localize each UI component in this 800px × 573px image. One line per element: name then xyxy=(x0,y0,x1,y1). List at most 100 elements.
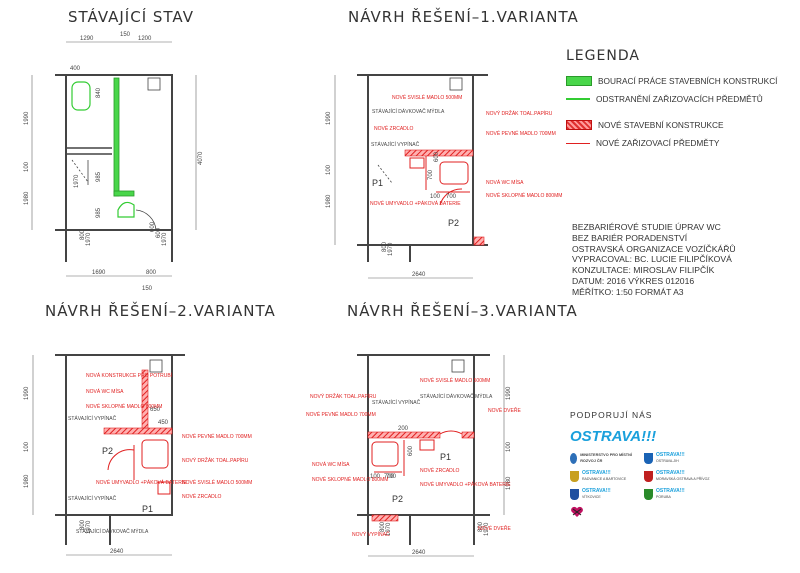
title-variant-1: NÁVRH ŘEŠENÍ–1.VARIANTA xyxy=(348,8,579,26)
supporter-name: OSTRAVA!!! xyxy=(582,470,611,476)
v2-dim-left-2: 100 xyxy=(24,441,30,452)
crest-icon xyxy=(644,452,653,464)
v3-dim-width: 2640 xyxy=(412,550,426,556)
supporter-district: RADVANICE A BARTOVICE xyxy=(582,477,627,481)
v3-dim-right-2: 100 xyxy=(506,441,512,452)
supporter-district: OSTRAVA-JIH xyxy=(656,459,679,463)
new-fixture-line-icon xyxy=(566,142,590,144)
dim-left-2: 100 xyxy=(24,161,30,172)
v1-label-p1: P1 xyxy=(372,178,383,188)
legend: LEGENDA BOURACÍ PRÁCE STAVEBNÍCH KONSTRU… xyxy=(566,48,796,152)
supporter-name: MINISTERSTVO PRO MÍSTNÍ ROZVOJ ČR xyxy=(580,453,632,463)
v3-label-p2: P2 xyxy=(392,494,403,504)
dim-inner-7: 800 xyxy=(80,229,86,240)
supporter-name: OSTRAVA!!! xyxy=(656,452,685,458)
title-variant-2: NÁVRH ŘEŠENÍ–2.VARIANTA xyxy=(45,302,276,320)
supporter-logo-heart xyxy=(570,505,640,519)
supporter-logo-radvanice: OSTRAVA!!!RADVANICE A BARTOVICE xyxy=(570,469,640,483)
plan-variant-2 xyxy=(55,354,185,545)
v3-label-toilet-paper-holder: NOVÝ DRŽÁK TOAL.PAPÍRU xyxy=(310,392,377,400)
supporter-logos: MINISTERSTVO PRO MÍSTNÍ ROZVOJ ČR OSTRAV… xyxy=(570,451,770,519)
ministry-emblem-icon xyxy=(570,452,578,464)
title-existing: STÁVAJÍCÍ STAV xyxy=(68,8,194,26)
variant-2-dims: 1990 100 1980 2640 650 450 800 1970 xyxy=(24,355,172,556)
v1-label-switch: STÁVAJÍCÍ VYPÍNAČ xyxy=(371,141,420,148)
ostrava-logo: OSTRAVA!!! xyxy=(570,428,657,445)
crest-icon xyxy=(644,470,653,482)
crest-icon xyxy=(570,488,579,500)
crest-icon xyxy=(570,470,579,482)
v2-label-washbasin: NOVÉ UMYVADLO +PÁKOVÁ BATERIE xyxy=(96,479,187,486)
variant-1-new-fixtures xyxy=(409,156,470,206)
v1-label-wc-bowl: NOVÁ WC MÍSA xyxy=(486,179,524,186)
v1-dim-3: 100 xyxy=(430,194,441,200)
v1-label-fixed-grab-bar: NOVÉ PEVNÉ MADLO 700MM xyxy=(486,130,556,137)
dim-left-3: 1980 xyxy=(24,191,30,205)
existing-removed-fixtures xyxy=(71,81,135,218)
v1-label-toilet-paper-holder: NOVÝ DRŽÁK TOAL.PAPÍRU xyxy=(486,109,553,117)
v3-label-wc-bowl: NOVÁ WC MÍSA xyxy=(312,461,350,468)
v3-label-vertical-grab-bar: NOVÉ SVISLÉ MADLO 500MM xyxy=(420,377,490,384)
supporter-logo-moravska-ostrava: OSTRAVA!!!MORAVSKÁ OSTRAVA A PŘÍVOZ xyxy=(644,469,714,483)
dim-top-1: 1290 xyxy=(80,36,94,42)
v2-label-switch-bottom: STÁVAJÍCÍ VYPÍNAČ xyxy=(68,495,117,502)
v3-dim-5: 700 xyxy=(386,474,397,480)
v3-label-fixed-grab-bar: NOVÉ PEVNÉ MADLO 700MM xyxy=(306,411,376,418)
variant-3-labels: NOVÉ SVISLÉ MADLO 500MM STÁVAJÍCÍ DÁVKOV… xyxy=(306,377,521,538)
v2-label-soap-dispenser: STÁVAJÍCÍ DÁVKOVAČ MÝDLA xyxy=(76,528,149,535)
dim-inner-3: 985 xyxy=(96,171,102,182)
dim-bottom-2: 800 xyxy=(146,270,157,276)
crest-icon xyxy=(644,488,653,500)
v2-label-switch-top: STÁVAJÍCÍ VYPÍNAČ xyxy=(68,415,117,422)
v3-label-new-door-bottom: NOVÉ DVEŘE xyxy=(478,524,511,532)
v3-label-switch: STÁVAJÍCÍ VYPÍNAČ xyxy=(372,399,421,406)
v3-dim-right-3: 1980 xyxy=(506,476,512,490)
v2-label-mirror: NOVÉ ZRCADLO xyxy=(182,493,222,500)
variant-3-new-fixtures xyxy=(371,430,463,476)
variant-1-new-construction xyxy=(404,149,485,246)
legend-label: ODSTRANĚNÍ ZAŘIZOVACÍCH PŘEDMĚTŮ xyxy=(596,94,763,104)
v2-label-folding-grab-bar: NOVÉ SKLOPNÉ MADLO 800MM xyxy=(86,403,162,410)
v1-dim-4: 700 xyxy=(446,194,457,200)
legend-item-new-construction: NOVÉ STAVEBNÍ KONSTRUKCE xyxy=(566,116,796,134)
v2-label-toilet-paper-holder: NOVÝ DRŽÁK TOAL.PAPÍRU xyxy=(182,456,249,464)
v2-dim-4: 1970 xyxy=(86,520,92,534)
v2-dim-3: 800 xyxy=(80,519,86,530)
supporters: PODPORUJÍ NÁS OSTRAVA!!! MINISTERSTVO PR… xyxy=(570,410,770,519)
removal-line-icon xyxy=(566,98,590,100)
supporter-name: OSTRAVA!!! xyxy=(582,488,611,494)
v1-dim-6: 1970 xyxy=(388,242,394,256)
dim-inner-9: 600 xyxy=(156,227,162,238)
new-construction-swatch-icon xyxy=(566,120,592,130)
info-line: MĚŘÍTKO: 1:50 FORMÁT A3 xyxy=(572,286,684,297)
v3-label-soap-dispenser: STÁVAJÍCÍ DÁVKOVAČ MÝDLA xyxy=(420,393,493,400)
v3-label-washbasin: NOVÉ UMYVADLO +PÁKOVÁ BATERIE xyxy=(420,481,511,488)
variant-2-new-construction xyxy=(103,369,173,435)
supporter-district: MORAVSKÁ OSTRAVA A PŘÍVOZ xyxy=(656,477,710,481)
v3-dim-9: 1970 xyxy=(484,522,490,536)
v3-label-p1: P1 xyxy=(440,452,451,462)
dim-inner-2: 840 xyxy=(96,87,102,98)
supporter-logo-poruba: OSTRAVA!!!PORUBA xyxy=(644,487,714,501)
dim-left-1: 1990 xyxy=(24,111,30,125)
v2-dim-1: 650 xyxy=(150,407,161,413)
supporter-logo-ministry: MINISTERSTVO PRO MÍSTNÍ ROZVOJ ČR xyxy=(570,451,640,465)
v2-dim-left-3: 1980 xyxy=(24,474,30,488)
v3-label-new-switch: NOVÝ VYPÍNAČ xyxy=(352,531,390,538)
v1-label-washbasin: NOVÉ UMYVADLO +PÁKOVÁ BATERIE xyxy=(370,200,461,207)
title-block: BEZBARIÉROVÉ STUDIE ÚPRAV WC BEZ BARIÉR … xyxy=(572,222,736,298)
v1-dim-width: 2640 xyxy=(412,272,426,278)
v1-dim-left-2: 100 xyxy=(326,164,332,175)
variant-1-dims: 1990 100 1980 2640 600 700 100 700 800 1… xyxy=(326,75,473,279)
dim-top-3: 1200 xyxy=(138,36,152,42)
v1-label-soap-dispenser: STÁVAJÍCÍ DÁVKOVAČ MÝDLA xyxy=(372,108,445,115)
dim-bottom-1: 1690 xyxy=(92,270,106,276)
info-line: KONZULTACE: MIROSLAV FILIPČÍK xyxy=(572,265,715,276)
v2-label-pipe-construction: NOVÁ KONSTRUKCE PRO POTRUBÍ xyxy=(86,372,173,379)
info-line: OSTRAVSKÁ ORGANIZACE VOZÍČKÁŘŮ xyxy=(572,243,736,254)
legend-item-new-fixtures: NOVÉ ZAŘIZOVACÍ PŘEDMĚTY xyxy=(566,134,796,152)
v2-dim-left-1: 1990 xyxy=(24,386,30,400)
info-line: BEZBARIÉROVÉ STUDIE ÚPRAV WC xyxy=(572,222,721,232)
variant-2-labels: NOVÁ KONSTRUKCE PRO POTRUBÍ NOVÁ WC MÍSA… xyxy=(68,372,252,535)
